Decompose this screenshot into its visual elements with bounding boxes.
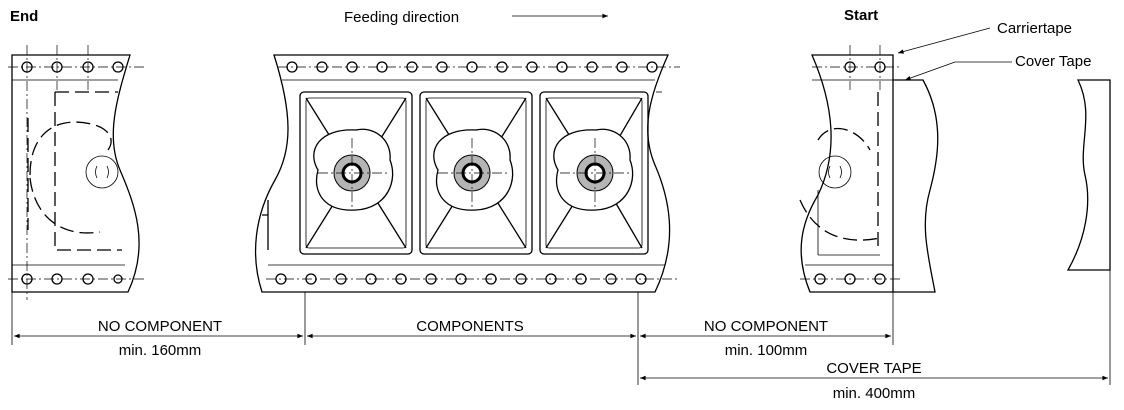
leader-label: NO COMPONENT [704, 318, 828, 335]
sprocket-hole-icons [21, 61, 124, 285]
carrier-tape-leader [897, 27, 991, 54]
component-pocket-1 [299, 91, 413, 255]
dimension-lines [11, 270, 1111, 385]
component-pocket-2 [419, 91, 533, 255]
cover-tape-leader-arrow [904, 61, 956, 81]
leader-length: min. 100mm [725, 342, 808, 359]
end-tape-section [8, 45, 145, 300]
component-pocket-3 [539, 91, 649, 255]
trailer-length: min. 160mm [119, 342, 202, 359]
start-tape-section [799, 45, 939, 293]
cover-tape-length: min. 400mm [833, 385, 916, 402]
carrier-tape-label: Carriertape [997, 20, 1072, 37]
components-label: COMPONENTS [416, 318, 524, 335]
start-label: Start [844, 7, 878, 24]
detached-cover-tape [1066, 79, 1111, 271]
trailer-label: NO COMPONENT [98, 318, 222, 335]
end-label: End [10, 8, 38, 25]
components-tape-section [254, 54, 680, 293]
cover-tape-dim-label: COVER TAPE [826, 360, 921, 377]
sprocket-hole-icons [275, 61, 658, 285]
feeding-direction-label: Feeding direction [344, 9, 459, 26]
cover-tape-label: Cover Tape [1015, 53, 1091, 70]
